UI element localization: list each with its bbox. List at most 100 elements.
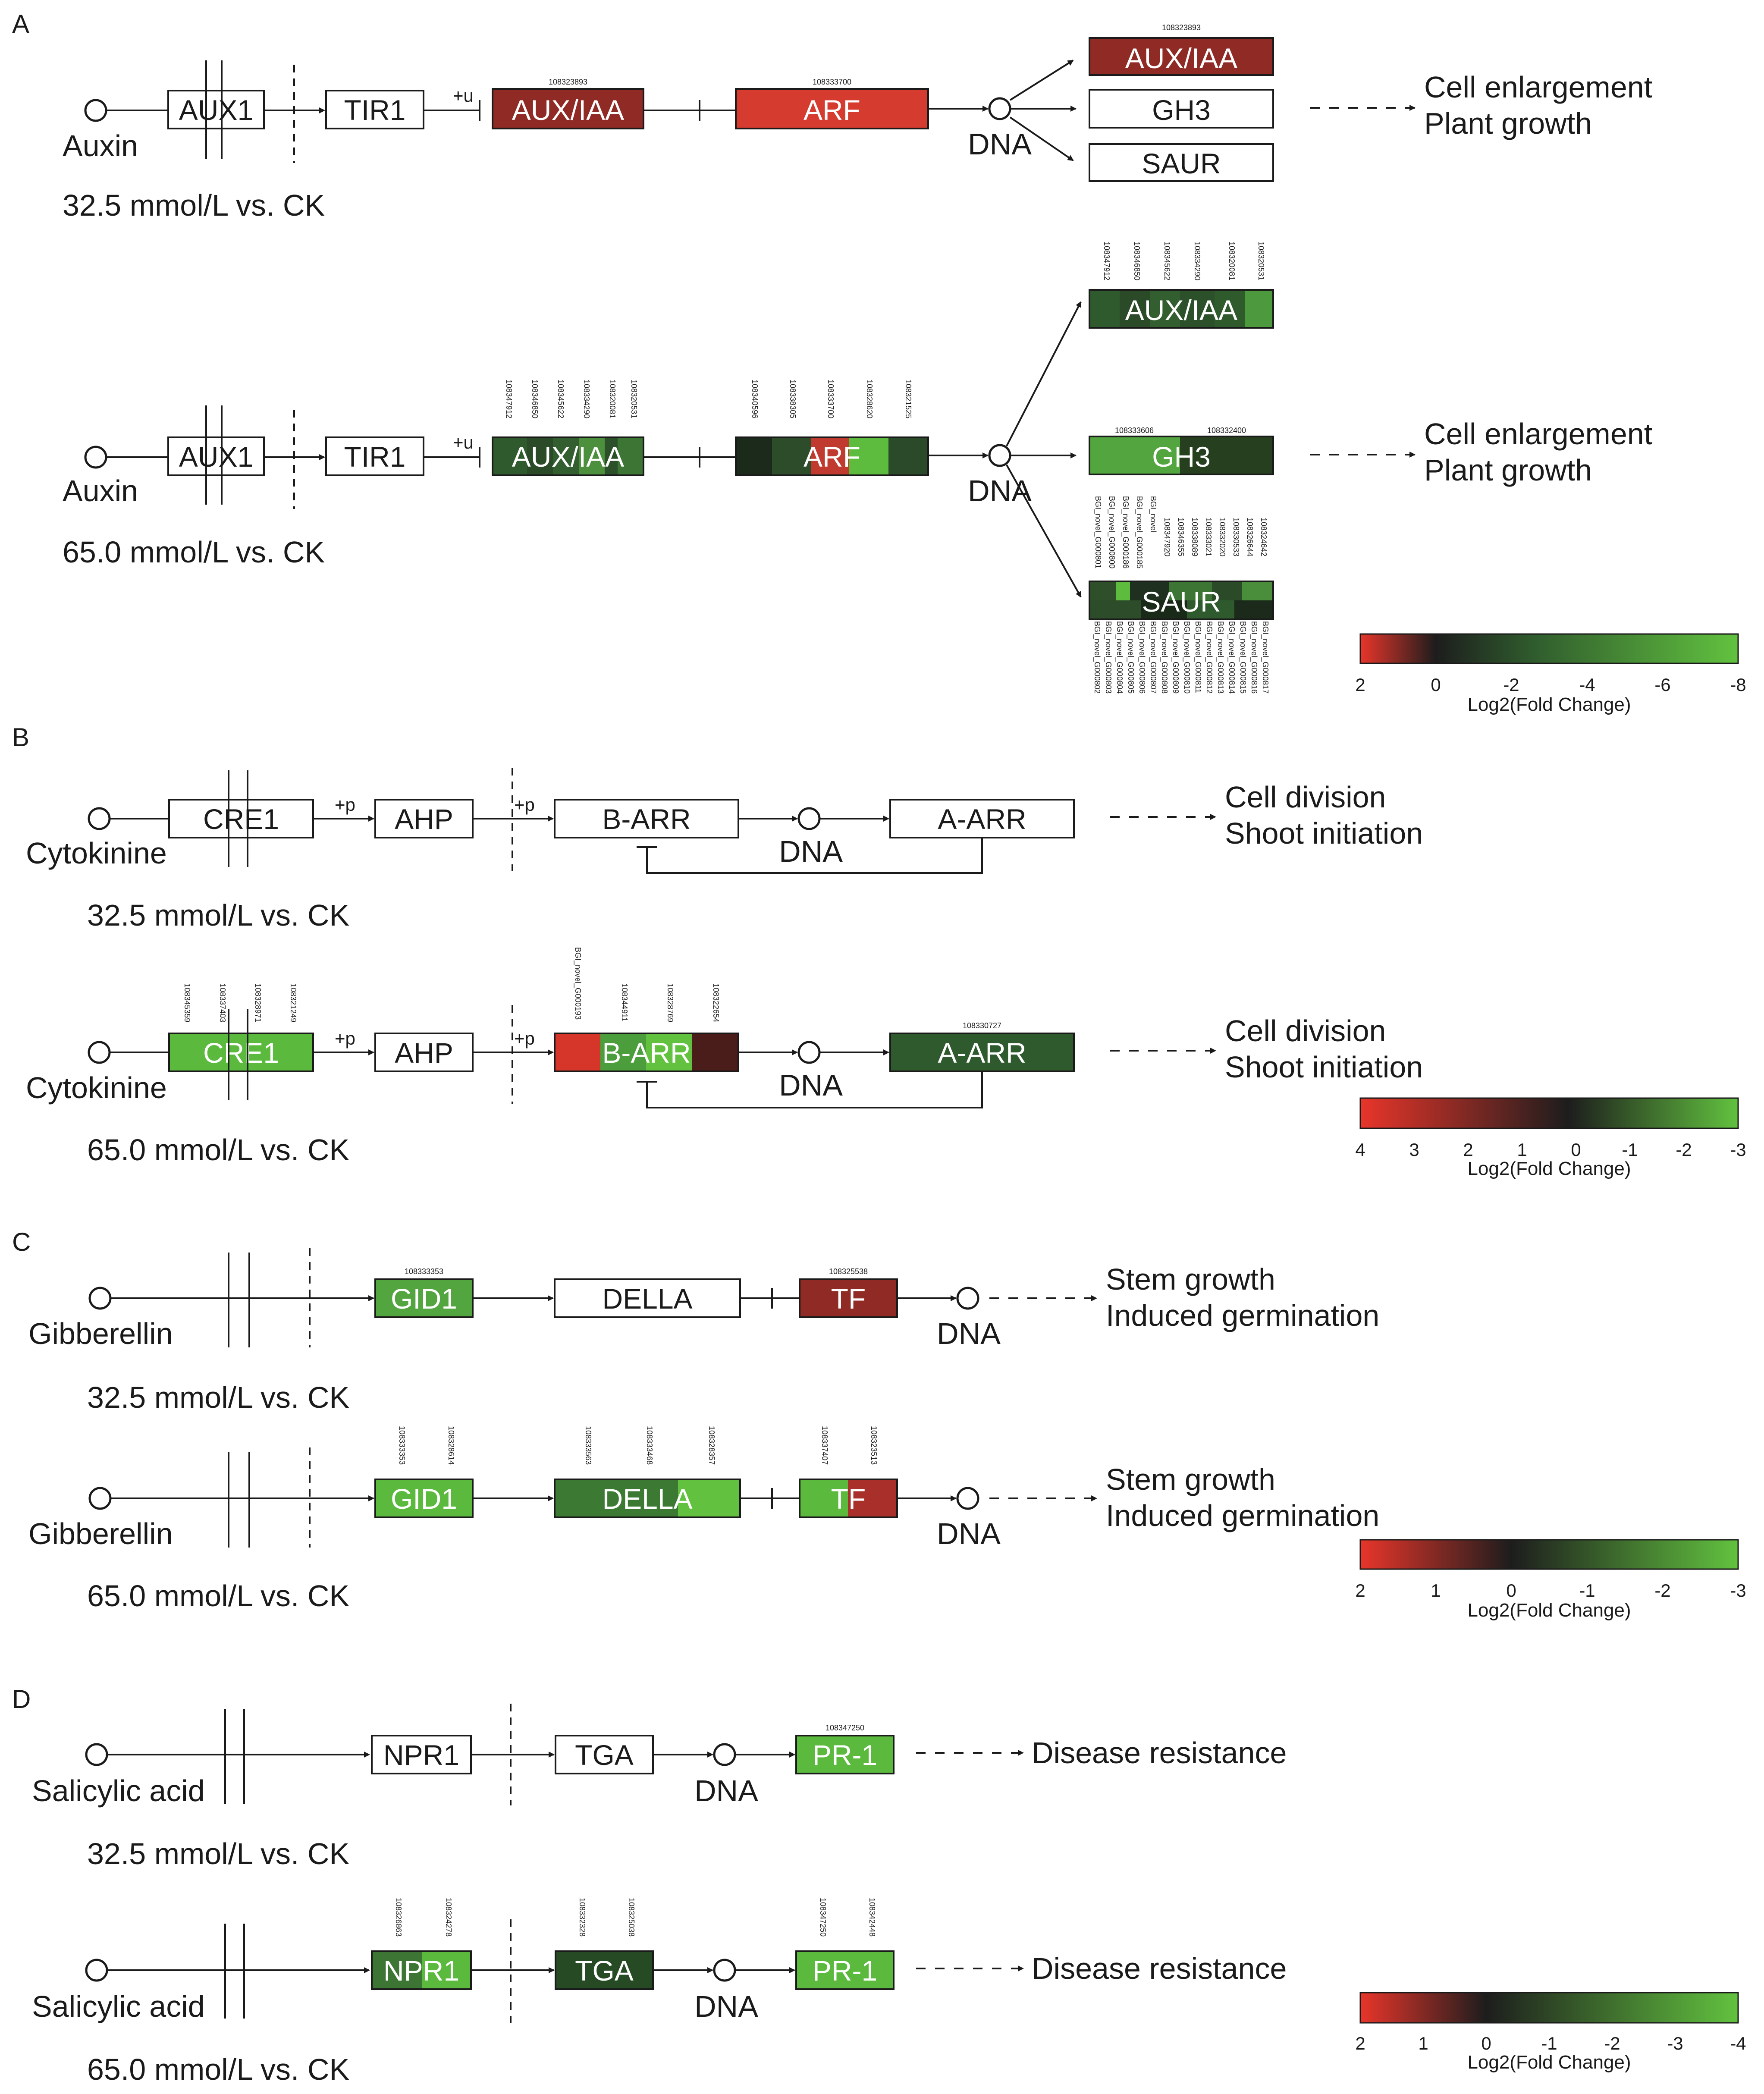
della-label: DELLA xyxy=(602,1283,692,1315)
heat-cell xyxy=(1120,290,1150,328)
heat-cell xyxy=(527,437,553,475)
della-box xyxy=(554,1278,741,1318)
gene-id: 108328614 xyxy=(447,1426,455,1465)
gene-id: 108345622 xyxy=(1163,242,1171,280)
legend-bar xyxy=(1359,1539,1739,1570)
box-outline xyxy=(1089,436,1274,475)
gid1-label: GID1 xyxy=(391,1483,457,1515)
legend-tick: -2 xyxy=(1676,1140,1692,1160)
gene-id: 108337403 xyxy=(218,983,227,1022)
legend-tick: -2 xyxy=(1604,2033,1620,2053)
gene-id: BGI_novel_G000804 xyxy=(1115,621,1124,694)
dna-node xyxy=(713,1959,736,1982)
tf-label: TF xyxy=(831,1483,866,1515)
condition-label: 65.0 mmol/L vs. CK xyxy=(63,535,325,569)
auxiaa-out-box xyxy=(1089,37,1274,76)
gene-id-group: 108345359 108337403 108328971 108321249 xyxy=(183,983,298,1022)
outcome-2: Shoot initiation xyxy=(1225,816,1423,850)
heat-cell xyxy=(555,1033,600,1071)
tir1-box xyxy=(325,436,424,476)
gene-id: 108324278 xyxy=(444,1898,453,1937)
ahp-label: AHP xyxy=(395,1037,453,1069)
dna-label: DNA xyxy=(694,1990,758,2023)
gene-id: BGI_novel_G000800 xyxy=(1107,496,1116,568)
legend-tick: 0 xyxy=(1431,675,1441,695)
legend-tick: -6 xyxy=(1654,675,1670,695)
auxiaa-out-heat-box xyxy=(1089,289,1274,329)
gene-id: 108347912 xyxy=(1102,242,1111,280)
gene-id: BGI_novel_G000186 xyxy=(1121,496,1130,568)
gene-id-group: 108347912 108346850 108345622 108334290 … xyxy=(1102,242,1265,280)
color-legend-b: 4 3 2 1 0 -1 -2 -3 Log2(Fold Change) xyxy=(1355,1097,1746,1179)
legend-tick: -4 xyxy=(1730,2033,1746,2053)
condition-label: 32.5 mmol/L vs. CK xyxy=(87,1837,349,1871)
condition-label: 32.5 mmol/L vs. CK xyxy=(63,188,325,222)
gene-id: 108334290 xyxy=(582,380,591,418)
gene-id: 108320531 xyxy=(1257,242,1265,280)
aux1-label: AUX1 xyxy=(179,441,253,473)
edge xyxy=(1009,116,1074,161)
legend-tick: -3 xyxy=(1730,1140,1746,1160)
gene-id: 108333700 xyxy=(826,380,835,418)
outcome-1: Stem growth xyxy=(1106,1262,1275,1296)
heat-cell xyxy=(1116,581,1130,600)
gene-id: 108346850 xyxy=(530,380,539,418)
panel-label-b: B xyxy=(12,723,29,752)
heat-cell xyxy=(1089,581,1116,600)
heat-cell xyxy=(1169,581,1212,600)
legend-tick: -8 xyxy=(1730,675,1746,695)
feedback-edge xyxy=(646,838,983,874)
auxiaa-out-label: AUX/IAA xyxy=(1125,42,1237,74)
aux1-label: AUX1 xyxy=(179,94,253,126)
gene-id: 108330533 xyxy=(1232,518,1240,556)
auxin-node xyxy=(84,99,107,122)
arf-heat-box xyxy=(735,436,929,476)
gene-id-group: 108332328 108325038 xyxy=(578,1898,636,1937)
legend-tick: -3 xyxy=(1667,2033,1683,2053)
gene-id: BGI_novel_G000812 xyxy=(1205,621,1214,694)
arf-label: ARF xyxy=(804,94,860,126)
gene-id: 108342448 xyxy=(868,1898,876,1937)
ahp-label: AHP xyxy=(395,803,453,835)
gene-id: 108321249 xyxy=(289,983,298,1022)
heat-cell xyxy=(1245,290,1273,328)
gene-id-group: BGI_novel_G000193 108344911 108328769 10… xyxy=(573,947,720,1022)
legend-tick: 1 xyxy=(1418,2033,1428,2053)
gh3-box xyxy=(1089,89,1274,129)
salicylic-acid-node xyxy=(85,1743,108,1766)
legend-tick: 4 xyxy=(1355,1140,1365,1160)
heat-cell xyxy=(1212,581,1242,600)
gibberellin-label: Gibberellin xyxy=(28,1517,173,1551)
gene-id: 108330727 xyxy=(963,1021,1001,1030)
cytokinine-label: Cytokinine xyxy=(26,836,167,870)
feedback-edge xyxy=(646,1071,983,1108)
legend-label: Log2(Fold Change) xyxy=(1467,694,1631,715)
gene-id: 108333606 xyxy=(1115,426,1154,435)
panel-d-row1: Salicylic acid NPR1 TGA DNA PR-1 1083472… xyxy=(32,1704,1287,1871)
gene-id-group: 108333563 108333468 108328357 xyxy=(584,1426,716,1465)
gibberellin-node xyxy=(88,1287,112,1310)
condition-label: 32.5 mmol/L vs. CK xyxy=(87,1381,349,1414)
panel-d-row2: Salicylic acid NPR1 108326863 108324278 … xyxy=(32,1898,1287,2086)
pr1-label: PR-1 xyxy=(813,1955,877,1987)
legend-tick: -3 xyxy=(1730,1580,1746,1601)
heat-cell xyxy=(1089,436,1180,474)
heat-cell xyxy=(811,437,849,475)
outcome-2: Induced germination xyxy=(1106,1299,1379,1332)
cytokinine-node xyxy=(88,1041,111,1064)
legend-tick: -2 xyxy=(1654,1580,1670,1601)
gene-id: 108345359 xyxy=(183,983,191,1022)
condition-label: 32.5 mmol/L vs. CK xyxy=(87,898,349,932)
legend-tick: 2 xyxy=(1355,1580,1365,1601)
heat-cell xyxy=(1187,600,1234,619)
legend-tick: -2 xyxy=(1503,675,1519,695)
mod-p-label: +p xyxy=(514,1028,535,1049)
arf-box xyxy=(735,88,929,129)
panel-label-d: D xyxy=(12,1685,31,1714)
legend-tick: -1 xyxy=(1622,1140,1638,1160)
pr1-label: PR-1 xyxy=(813,1739,877,1771)
tir1-label: TIR1 xyxy=(344,94,405,126)
outcome-1: Cell division xyxy=(1225,1014,1386,1048)
mod-p-label: +p xyxy=(514,794,535,815)
gid1-box xyxy=(374,1479,474,1518)
